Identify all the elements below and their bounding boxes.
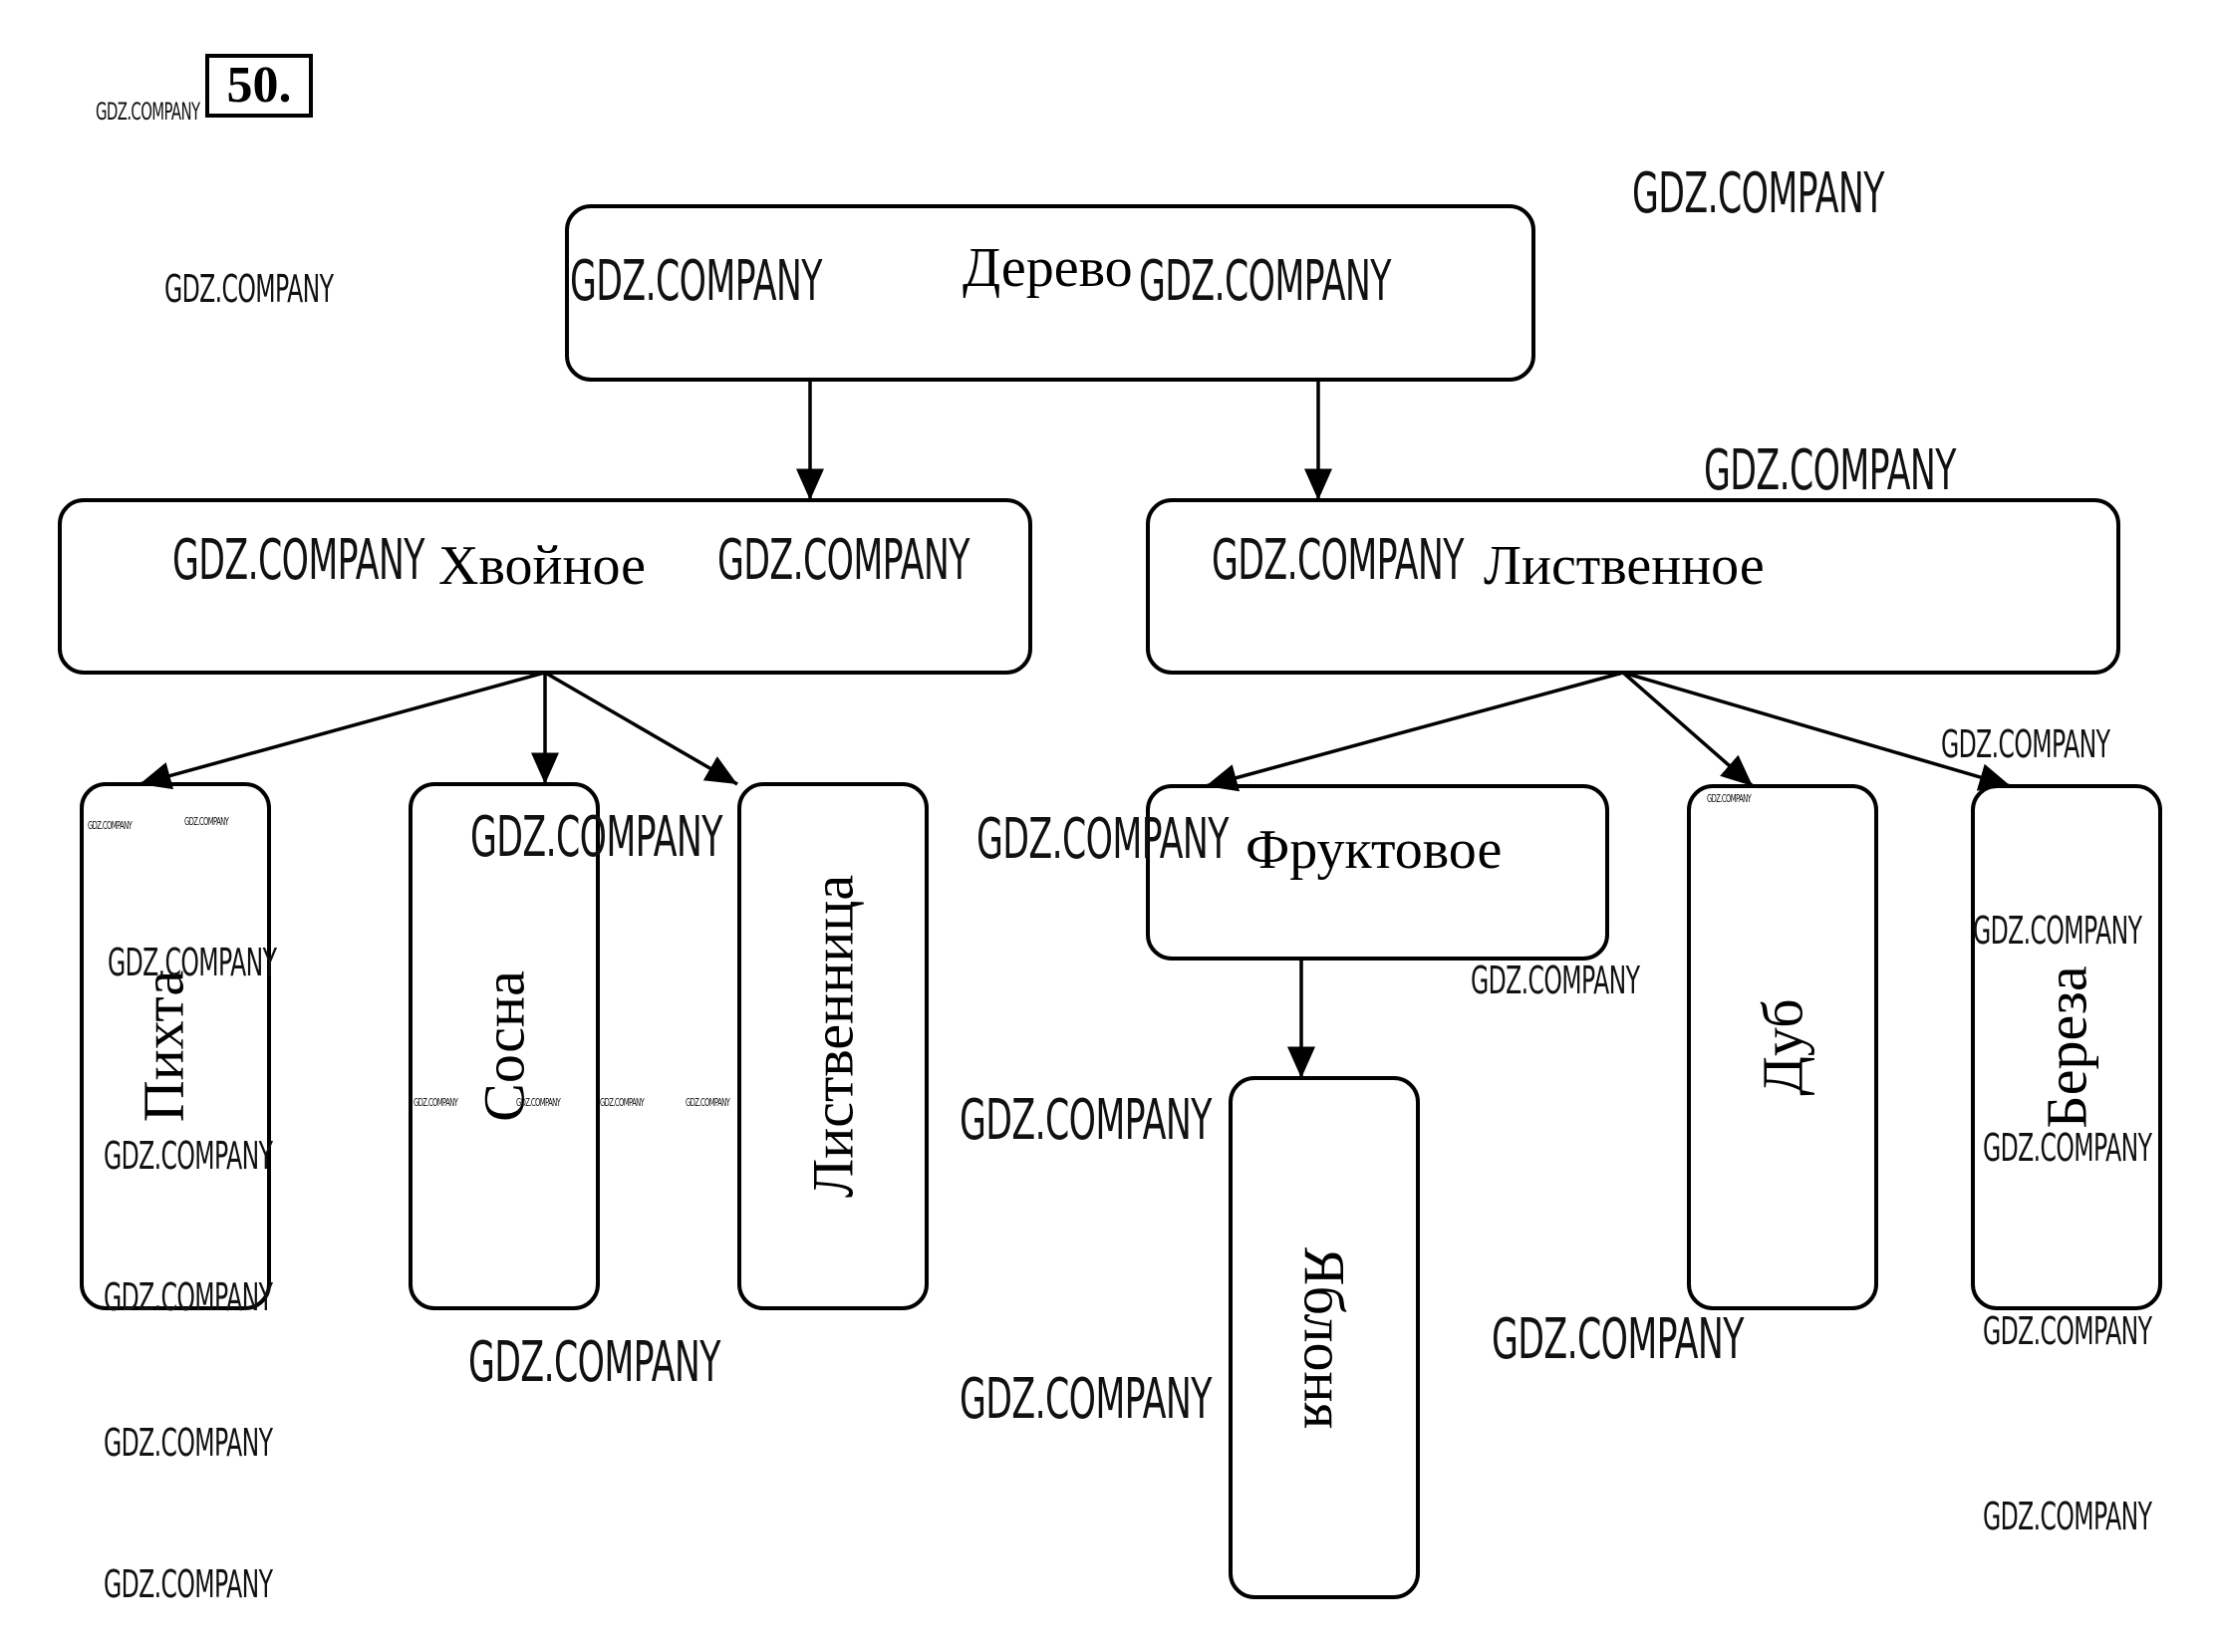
watermark-text: GDZ.COMPANY (108, 941, 277, 984)
node-pikhta: Пихта (80, 782, 271, 1310)
watermark-text: GDZ.COMPANY (184, 815, 229, 828)
node-label-bereza: Береза (2034, 965, 2099, 1129)
watermark-text: GDZ.COMPANY (1973, 909, 2142, 953)
watermark-text: GDZ.COMPANY (1983, 1126, 2152, 1170)
watermark-text: GDZ.COMPANY (1632, 161, 1884, 226)
watermark-text: GDZ.COMPANY (1139, 249, 1391, 314)
node-dub: Дуб (1687, 784, 1878, 1310)
edge-listvennoe-bereza (1622, 671, 2012, 791)
watermark-text: GDZ.COMPANY (1471, 959, 1640, 1002)
watermark-text: GDZ.COMPANY (104, 1421, 273, 1465)
node-label-dub: Дуб (1750, 998, 1815, 1096)
watermark-text: GDZ.COMPANY (96, 98, 200, 126)
watermark-text: GDZ.COMPANY (1983, 1495, 2152, 1538)
watermark-text: GDZ.COMPANY (164, 267, 334, 311)
node-label-pikhta: Пихта (131, 969, 196, 1123)
watermark-text: GDZ.COMPANY (960, 1088, 1212, 1153)
watermark-text: GDZ.COMPANY (468, 1330, 720, 1395)
watermark-text: GDZ.COMPANY (470, 805, 722, 870)
edge-hvoinoe-pikhta (138, 671, 546, 790)
node-label-fruktovoe: Фруктовое (1245, 819, 1503, 881)
watermark-text: GDZ.COMPANY (414, 1096, 458, 1109)
watermark-text: GDZ.COMPANY (104, 1275, 273, 1319)
watermark-text: GDZ.COMPANY (717, 528, 969, 593)
watermark-text: GDZ.COMPANY (88, 819, 133, 832)
watermark-text: GDZ.COMPANY (1707, 792, 1752, 805)
watermark-text: GDZ.COMPANY (1492, 1307, 1744, 1372)
edge-listvennoe-dub (1621, 671, 1755, 788)
watermark-text: GDZ.COMPANY (1941, 722, 2110, 766)
node-derevo: Дерево (565, 204, 1535, 382)
watermark-text: GDZ.COMPANY (172, 528, 424, 593)
node-label-listvennoe: Лиственное (1484, 535, 1765, 597)
edge-hvoinoe-listvennitsa (544, 671, 738, 786)
node-listvennitsa: Лиственница (737, 782, 929, 1310)
watermark-text: GDZ.COMPANY (104, 1134, 273, 1178)
watermark-text: GDZ.COMPANY (600, 1096, 645, 1109)
task-number-badge: 50. (205, 54, 313, 118)
node-yablonya: Яблоня (1229, 1076, 1420, 1599)
node-label-derevo: Дерево (963, 237, 1133, 299)
node-hvoinoe: Хвойное (58, 498, 1032, 675)
node-fruktovoe: Фруктовое (1146, 784, 1609, 961)
watermark-text: GDZ.COMPANY (1704, 438, 1956, 503)
watermark-text: GDZ.COMPANY (1212, 528, 1464, 593)
node-label-hvoinoe: Хвойное (438, 535, 646, 597)
edge-listvennoe-fruktovoe (1205, 671, 1624, 792)
node-sosna: Сосна (409, 782, 600, 1310)
node-label-listvennitsa: Лиственница (800, 874, 866, 1199)
node-listvennoe: Лиственное (1146, 498, 2120, 675)
watermark-text: GDZ.COMPANY (686, 1096, 730, 1109)
watermark-text: GDZ.COMPANY (570, 249, 822, 314)
watermark-text: GDZ.COMPANY (516, 1096, 561, 1109)
watermark-text: GDZ.COMPANY (1983, 1309, 2152, 1353)
watermark-text: GDZ.COMPANY (976, 807, 1229, 872)
watermark-text: GDZ.COMPANY (960, 1367, 1212, 1432)
watermark-text: GDZ.COMPANY (104, 1562, 273, 1606)
node-bereza: Береза (1971, 784, 2162, 1310)
node-label-yablonya: Яблоня (1291, 1246, 1357, 1429)
